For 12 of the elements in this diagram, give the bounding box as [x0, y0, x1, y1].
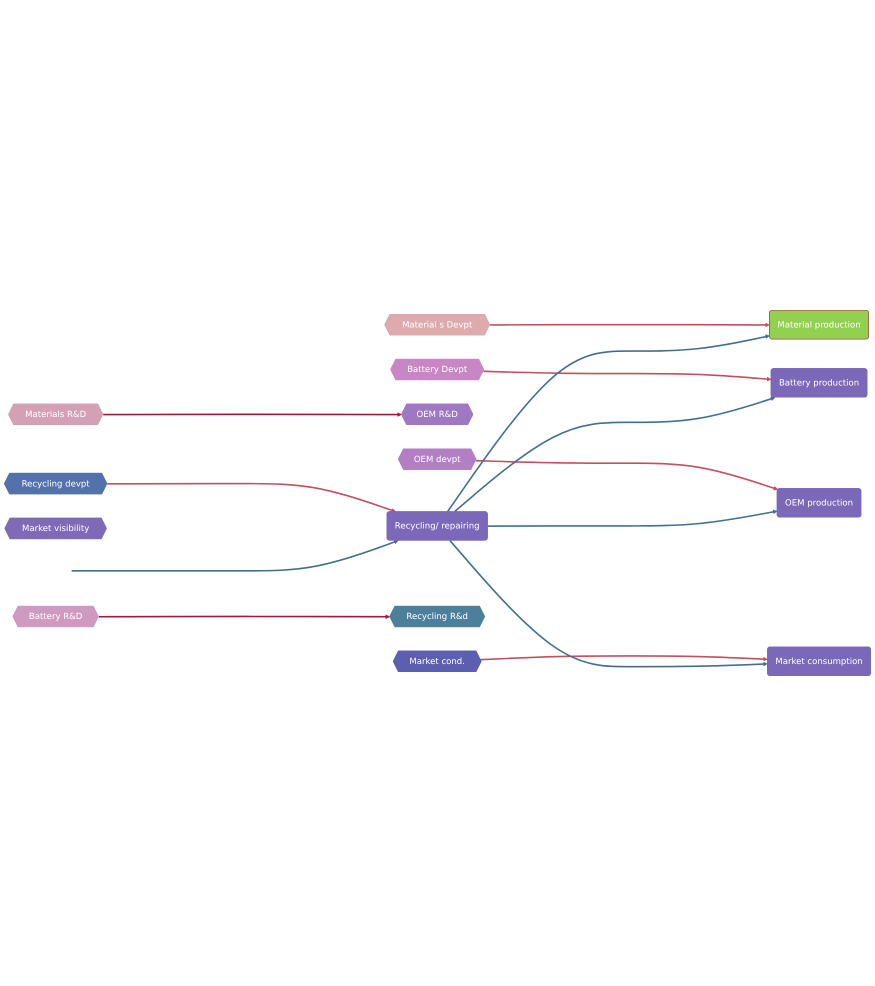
arrow [480, 655, 768, 662]
arrow [72, 540, 399, 572]
arrow [103, 412, 402, 417]
arrow [98, 614, 390, 620]
arrow [107, 482, 396, 513]
arrow [476, 460, 778, 490]
arrow [483, 370, 772, 382]
arrow [449, 540, 768, 668]
arrow [446, 334, 770, 512]
arrow [490, 322, 770, 328]
arrow [454, 396, 776, 512]
arrow [488, 510, 778, 527]
